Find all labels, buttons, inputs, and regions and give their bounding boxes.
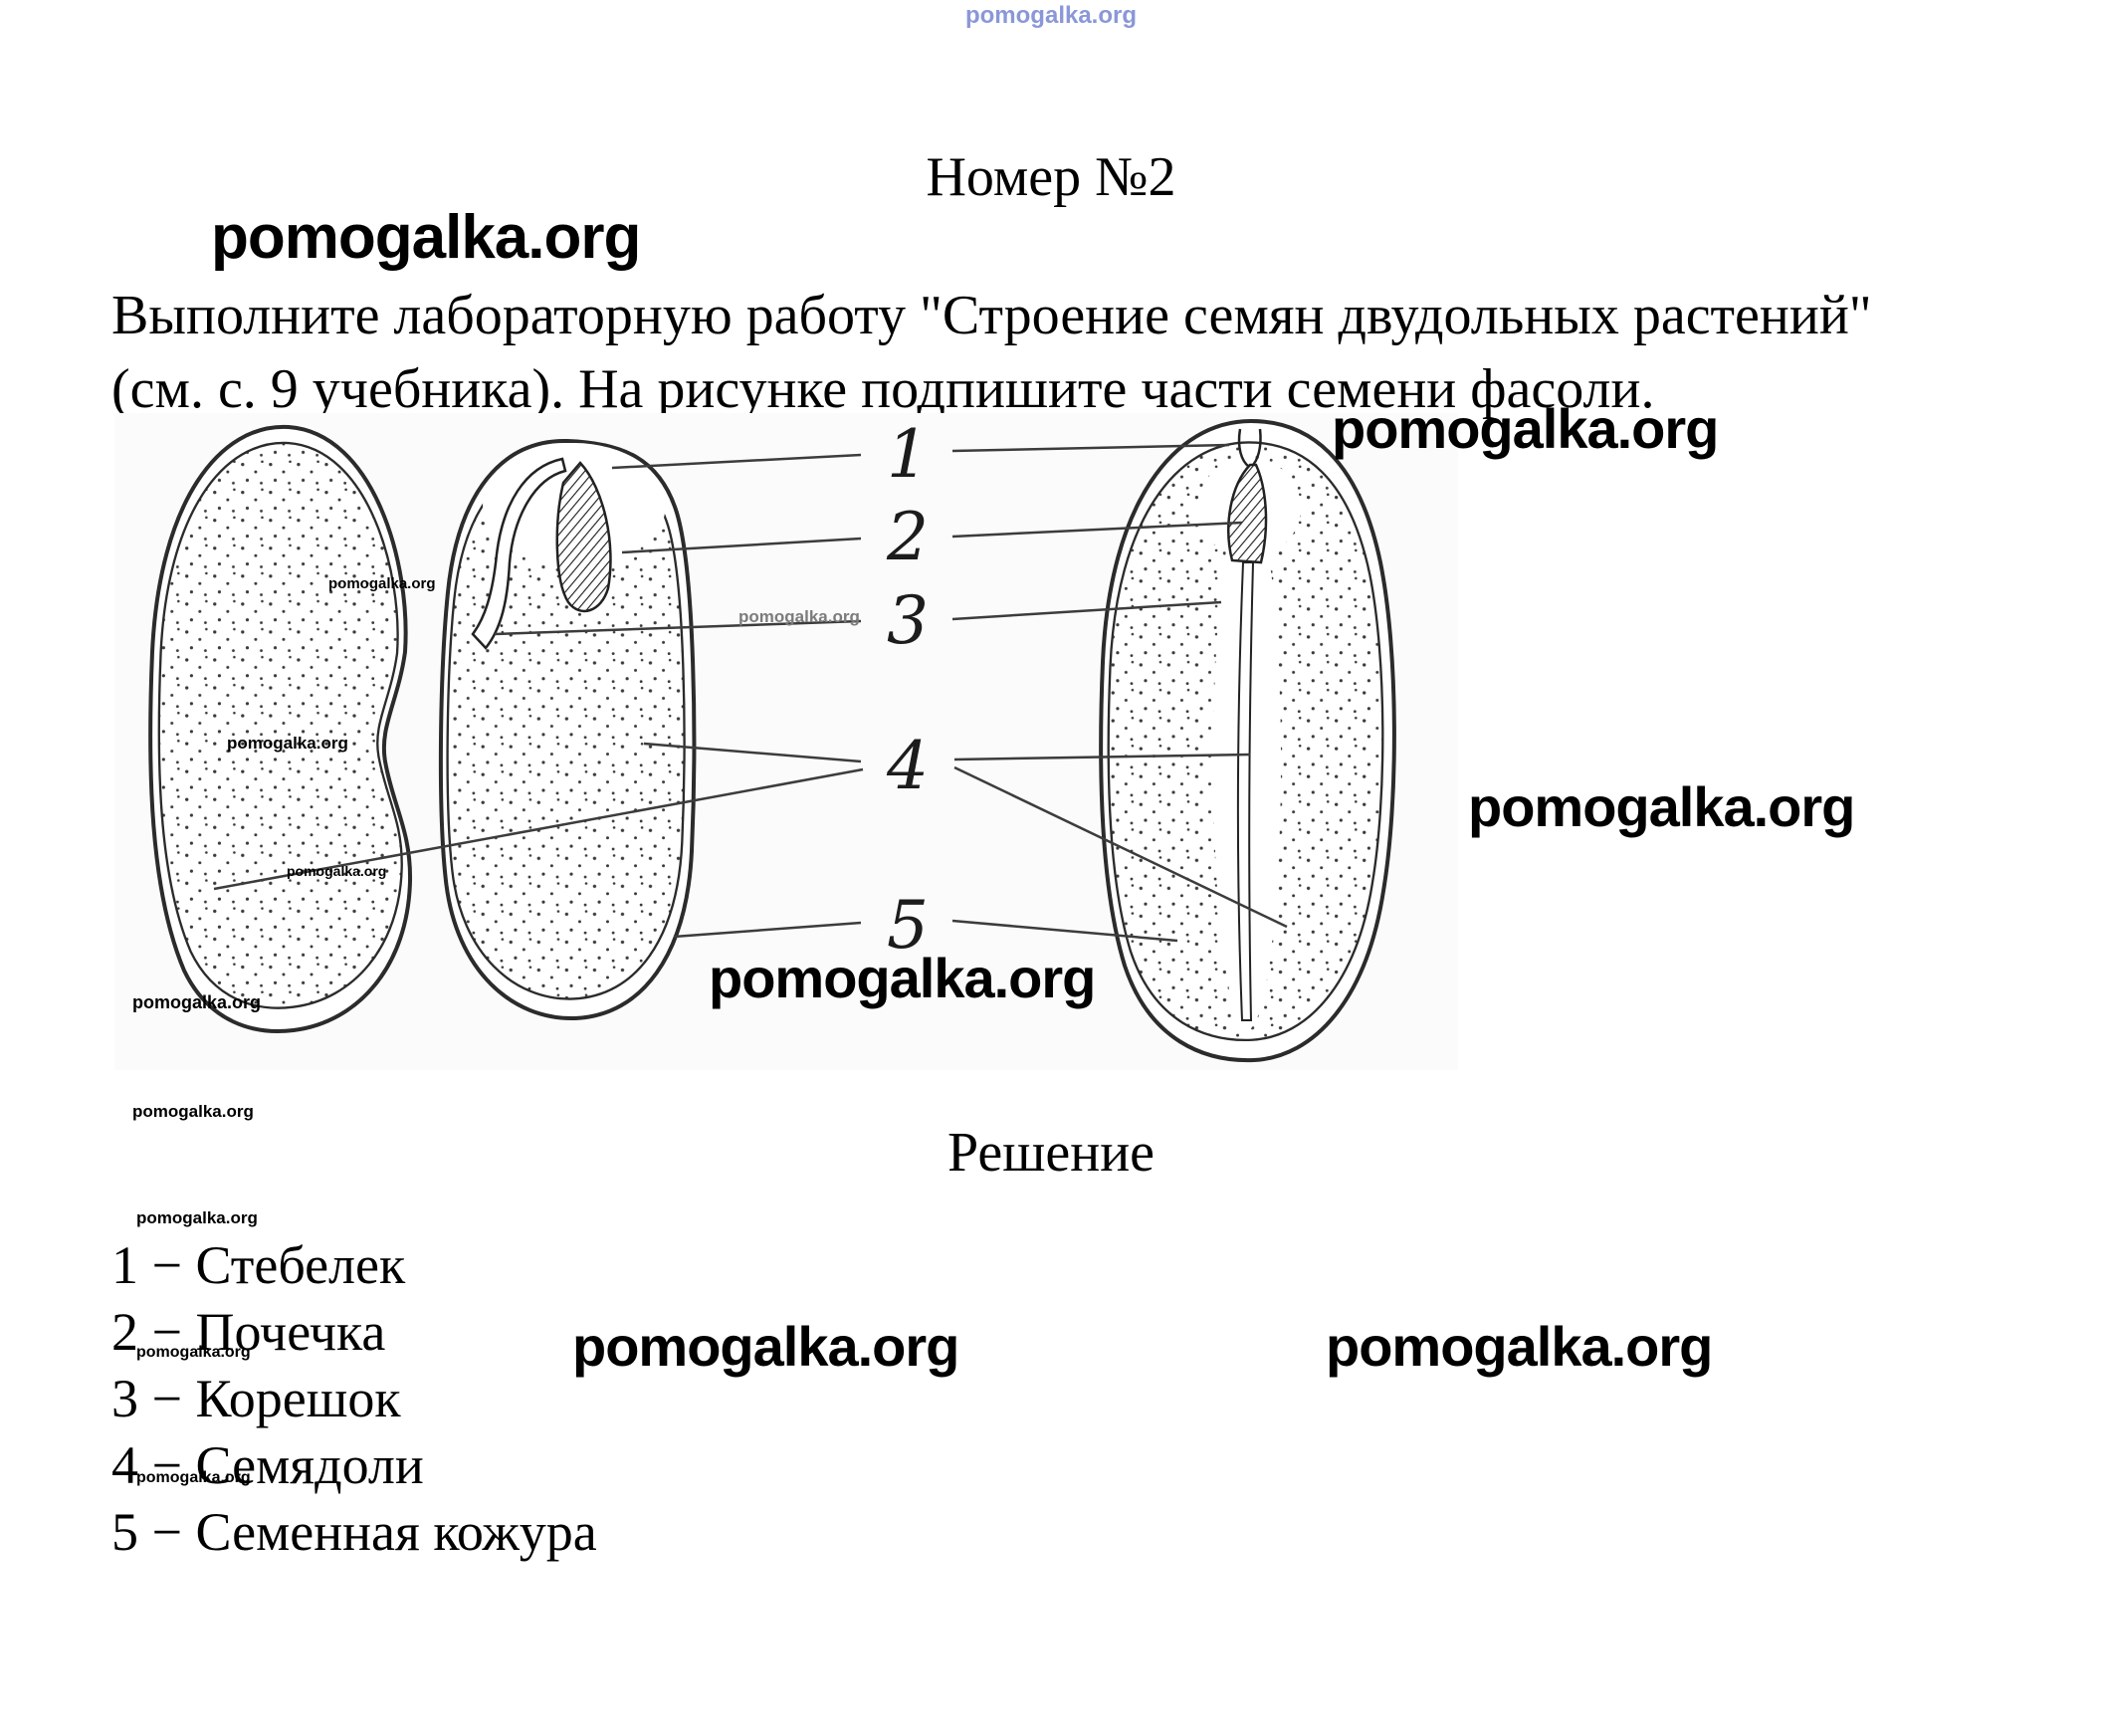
watermark-bottom-center: pomogalka.org [709, 947, 1096, 1009]
watermark-small-5: pomogalka.org [132, 992, 262, 1012]
pointer-4-right [953, 753, 1251, 761]
diagram-label-2: 2 [886, 499, 929, 575]
watermark-small-1: pomogalka.org [328, 575, 436, 592]
watermark-answers-left: pomogalka.org [572, 1315, 959, 1378]
pointer-1-left [611, 453, 862, 470]
pointer-5-left [673, 921, 862, 939]
watermark-right-middle: pomogalka.org [1468, 775, 1855, 838]
watermark-small-2: pomogalka.org [227, 734, 348, 753]
pointer-4-left [643, 742, 862, 763]
plumule-leaf [555, 461, 612, 613]
diagram-label-5: 5 [887, 887, 929, 964]
pointer-5-right [951, 919, 1178, 943]
answer-3: 3 − Корешок [111, 1369, 401, 1428]
diagram-label-1: 1 [887, 416, 929, 493]
watermark-top-left: pomogalka.org [211, 203, 641, 272]
solution-heading: Решение [946, 1122, 1156, 1184]
bean-whole-seed [148, 424, 413, 1033]
watermark-small-6: pomogalka.org [132, 1102, 254, 1121]
diagram-label-4: 4 [886, 728, 929, 804]
pointer-2-left [621, 537, 862, 554]
answer-5: 5 − Семенная кожура [111, 1502, 597, 1562]
pointer-lines [213, 443, 1288, 943]
pointer-4-right-far [953, 765, 1288, 929]
pointer-3-left [494, 619, 862, 636]
pointer-3-right [951, 600, 1222, 621]
diagram-label-3: 3 [887, 582, 929, 659]
watermark-small-9: pomogalka.org [136, 1469, 251, 1486]
task-line-2: (см. с. 9 учебника). На рисунке подпишит… [111, 358, 1655, 420]
bean-embryo-view [438, 438, 697, 1021]
answer-2: 2 − Почечка [111, 1302, 386, 1362]
watermark-small-8: pomogalka.org [136, 1344, 251, 1361]
pointer-1-right [951, 443, 1230, 453]
radicle-hook [471, 457, 567, 650]
pointer-2-right [951, 521, 1243, 539]
watermark-small-4: pomogalka.org [738, 607, 860, 626]
bean-seed-diagram: 1 2 3 4 5 [114, 413, 1458, 1070]
bean-longitudinal-section [1099, 419, 1396, 1063]
pointer-4-left-far [213, 767, 864, 891]
answers-list: 1 − Стебелек 2 − Почечка 3 − Корешок 4 −… [111, 1232, 597, 1566]
watermark-small-7: pomogalka.org [136, 1208, 258, 1227]
task-line-1: Выполните лабораторную работу "Строение … [111, 285, 1872, 346]
watermark-small-3: pomogalka.org [287, 863, 387, 879]
watermark-right-top: pomogalka.org [1332, 397, 1719, 460]
watermark-answers-right: pomogalka.org [1326, 1315, 1713, 1378]
watermark-top: pomogalka.org [964, 2, 1138, 29]
task-text: Выполните лабораторную работу "Строение … [111, 279, 2032, 426]
answer-1: 1 − Стебелек [111, 1235, 406, 1295]
page-title: Номер №2 [926, 146, 1176, 208]
plumule-leaf-section [1227, 463, 1268, 564]
answer-4: 4 − Семядоли [111, 1435, 424, 1495]
